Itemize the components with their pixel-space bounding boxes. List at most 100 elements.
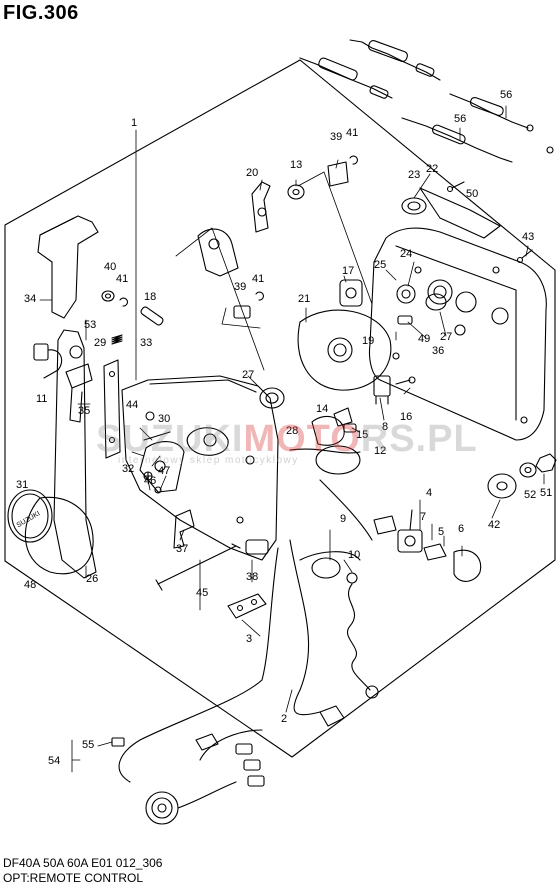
washer-42 — [487, 473, 517, 499]
clip-41-upper — [349, 155, 358, 165]
leader-lines — [39, 105, 545, 773]
bracket-14 — [333, 407, 353, 427]
handle-grip — [37, 215, 99, 319]
callout-24: 24 — [400, 248, 412, 260]
actuator-20 — [251, 181, 271, 233]
nut-51 — [535, 453, 557, 473]
callout-22: 22 — [426, 163, 438, 175]
callout-31: 31 — [16, 479, 28, 491]
callout-28: 28 — [286, 425, 298, 437]
callout-56b: 56 — [454, 113, 466, 125]
assembly-boundary — [4, 59, 556, 758]
callout-23: 23 — [408, 169, 420, 181]
callout-40: 40 — [104, 261, 116, 273]
callout-29: 29 — [94, 337, 106, 349]
callout-30: 30 — [158, 413, 170, 425]
figure-footer: DF40A 50A 60A E01 012_306 OPT:REMOTE CON… — [3, 856, 162, 886]
callout-46: 46 — [144, 475, 156, 487]
callout-11: 11 — [36, 393, 47, 405]
callout-44: 44 — [126, 399, 138, 411]
washer-40 — [101, 290, 115, 302]
callout-33: 33 — [140, 337, 152, 349]
clamp-38 — [245, 539, 269, 555]
watermark-part-c: RS.PL — [360, 418, 478, 460]
spring-33 — [111, 334, 123, 345]
clip-39 — [327, 161, 349, 187]
callout-25: 25 — [374, 259, 386, 271]
washer-27-right — [425, 293, 447, 311]
callout-9: 9 — [340, 513, 346, 525]
watermark-tagline: internetowy sklep motocyklowy — [118, 455, 299, 466]
bracket-35 — [65, 363, 93, 423]
callout-35: 35 — [78, 405, 90, 417]
callout-53: 53 — [84, 319, 96, 331]
callout-52: 52 — [524, 489, 536, 501]
bracket-39 — [233, 305, 251, 319]
callout-17: 17 — [342, 265, 354, 277]
pin-18 — [140, 306, 164, 326]
control-lever-arm — [24, 329, 97, 579]
callout-19: 19 — [362, 335, 374, 347]
screw-43 — [516, 249, 533, 264]
pin-15 — [343, 423, 357, 433]
stop-switch — [299, 551, 361, 579]
pin-49 — [397, 315, 413, 325]
washer-13 — [287, 184, 305, 200]
callout-8: 8 — [382, 421, 388, 433]
callout-5: 5 — [438, 526, 444, 538]
plate-3 — [227, 593, 267, 619]
callout-38: 38 — [246, 571, 258, 583]
throttle-cam-17 — [339, 279, 363, 307]
callout-54: 54 — [48, 755, 60, 767]
callout-32: 32 — [122, 463, 134, 475]
lanyard-cord — [346, 572, 379, 699]
long-bolt-45 — [155, 543, 241, 591]
key-cap-6 — [453, 549, 482, 582]
leader-guides — [175, 171, 373, 371]
callout-45: 45 — [196, 587, 208, 599]
screw-50 — [446, 181, 465, 193]
model-line: DF40A 50A 60A E01 012_306 — [3, 856, 163, 870]
remote-control-housing — [121, 375, 279, 561]
callout-4: 4 — [426, 487, 432, 499]
control-cable-upper — [299, 39, 441, 99]
gear-plate-21 — [297, 309, 392, 391]
fuse-55 — [111, 737, 125, 747]
neutral-switch-8 — [373, 375, 391, 405]
callout-7: 7 — [420, 511, 426, 523]
callout-15: 15 — [356, 429, 368, 441]
ignition-key — [423, 543, 447, 561]
callout-36: 36 — [432, 345, 444, 357]
rear-cover — [368, 227, 547, 441]
callout-10: 10 — [348, 549, 360, 561]
washer-52 — [519, 462, 537, 478]
callout-6: 6 — [458, 523, 464, 535]
callout-34: 34 — [24, 293, 36, 305]
harness-12 — [289, 445, 397, 541]
callout-41a: 41 — [116, 273, 128, 285]
callout-18: 18 — [144, 291, 156, 303]
callout-1: 1 — [131, 117, 137, 129]
figure-caption: OPT:REMOTE CONTROL — [3, 871, 144, 885]
clip-41-left — [119, 297, 128, 307]
callout-50: 50 — [466, 188, 478, 200]
callout-2: 2 — [281, 713, 287, 725]
callout-55: 55 — [82, 739, 94, 751]
key-switch — [397, 509, 423, 553]
wiring-harness — [118, 539, 345, 783]
callout-39b: 39 — [330, 131, 342, 143]
callout-39a: 39 — [234, 281, 246, 293]
callout-26: 26 — [86, 573, 98, 585]
callout-16: 16 — [400, 411, 412, 423]
main-connector — [145, 733, 265, 825]
screw-16 — [395, 376, 416, 385]
watermark-part-b: MOTO — [243, 418, 361, 460]
watermark-brand: SUZUKIMOTORS.PL — [96, 418, 478, 461]
callout-27b: 27 — [440, 331, 452, 343]
callout-13: 13 — [290, 159, 302, 171]
callout-37: 37 — [176, 543, 188, 555]
bracket-37 — [173, 509, 195, 549]
callout-49: 49 — [418, 333, 430, 345]
callout-42: 42 — [488, 519, 500, 531]
